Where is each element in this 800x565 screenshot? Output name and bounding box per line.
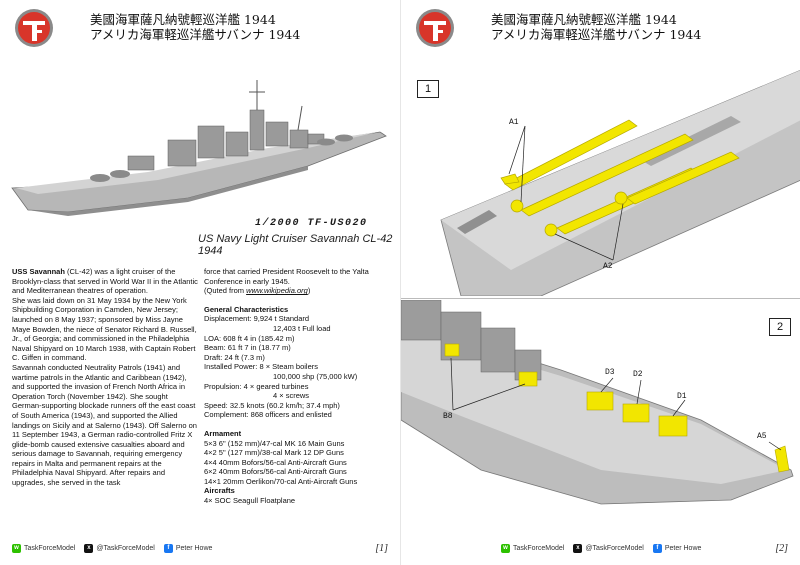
wechat-handle: TaskForceModel (24, 544, 76, 552)
armament-item: 6×2 40mm Bofors/56-cal Anti-Aircraft Gun… (204, 467, 347, 477)
title-japanese: アメリカ海軍軽巡洋艦サバンナ 1944 (491, 27, 702, 42)
armament-item: 4×2 5" (127 mm)/38-cal Mark 12 DP Guns (204, 448, 344, 458)
instruction-page-1: 美國海軍薩凡納號輕巡洋艦 1944 アメリカ海軍軽巡洋艦サバンナ 1944 (11, 9, 394, 555)
x-twitter-icon: x (84, 543, 94, 553)
armament-heading: Armament (204, 428, 242, 438)
spec-displacement: Displacement: 9,924 t Standard (204, 314, 310, 324)
twitter-handle: @TaskForceModel (585, 544, 644, 552)
armament-item: 5×3 6" (152 mm)/47-cal MK 16 Main Guns (204, 438, 345, 448)
spec-speed: Speed: 32.5 knots (60.2 km/h; 37.4 mph) (204, 400, 340, 410)
spec-power-shp: 100,000 shp (75,000 kW) (273, 371, 358, 381)
callout-lines (450, 357, 782, 451)
turret-parts (444, 343, 790, 473)
callout-b8: B8 (443, 412, 453, 421)
spec-complement: Complement: 868 officers and enlisted (204, 410, 332, 420)
callout-d2: D2 (633, 370, 643, 379)
wikipedia-link[interactable]: www.wikipedia.org (246, 286, 308, 296)
facebook-handle: Peter Howe (175, 544, 213, 552)
quote-suffix: ) (307, 286, 311, 296)
step-2-badge: 2 (769, 318, 791, 336)
panel-divider (401, 298, 800, 299)
aircraft-heading: Aircrafts (204, 486, 235, 496)
catapult-parts (500, 119, 740, 237)
callout-a1: A1 (509, 118, 519, 127)
ship-mast (249, 80, 303, 131)
specs-heading: General Characteristics (204, 304, 289, 314)
quote-prefix: (Quted from (204, 286, 247, 296)
armament-item: 4×4 40mm Bofors/56-cal Anti-Aircraft Gun… (204, 457, 347, 467)
title-chinese: 美國海軍薩凡納號輕巡洋艦 1944 (90, 12, 276, 27)
scale-code: 1/2000 TF-US020 (255, 218, 368, 229)
callout-lines (508, 125, 624, 261)
title-chinese: 美國海軍薩凡納號輕巡洋艦 1944 (491, 12, 677, 27)
spec-propulsion-screws: 4 × screws (273, 391, 310, 401)
callout-d1: D1 (677, 392, 687, 401)
history-paragraph-2: Savannah conducted Neutrality Patrols (1… (12, 362, 197, 488)
spec-draft: Draft: 24 ft (7.3 m) (204, 352, 265, 362)
history-quote: (Quted from www.wikipedia.org) (204, 286, 394, 296)
page-number: [2] (775, 542, 788, 554)
facebook-icon: f (652, 543, 662, 553)
step-1-illustration (440, 69, 800, 296)
x-twitter-icon: x (573, 543, 583, 553)
facebook-icon: f (163, 543, 173, 553)
page-title: 美國海軍薩凡納號輕巡洋艦 1944 アメリカ海軍軽巡洋艦サバンナ 1944 (491, 12, 791, 42)
history-intro-text: (CL-42) was a light cruiser of the Brook… (12, 267, 198, 296)
page-number: [1] (375, 542, 388, 554)
spec-loa: LOA: 608 ft 4 in (185.42 m) (204, 333, 295, 343)
spec-power: Installed Power: 8 × Steam boilers (204, 362, 319, 372)
aircraft-item: 4× SOC Seagull Floatplane (204, 496, 296, 506)
ship-full-render (11, 80, 387, 216)
spec-beam: Beam: 61 ft 7 in (18.77 m) (204, 343, 291, 353)
history-paragraph-3: force that carried President Roosevelt t… (204, 267, 369, 286)
spec-propulsion: Propulsion: 4 × geared turbines (204, 381, 309, 391)
page-title: 美國海軍薩凡納號輕巡洋艦 1944 アメリカ海軍軽巡洋艦サバンナ 1944 (90, 12, 390, 42)
specs-column: force that carried President Roosevelt t… (204, 267, 394, 506)
history-intro: USS Savannah (CL-42) was a light cruiser… (12, 267, 198, 296)
twitter-handle: @TaskForceModel (96, 544, 155, 552)
callout-d3: D3 (605, 368, 615, 377)
history-column: USS Savannah (CL-42) was a light cruiser… (12, 267, 198, 488)
instruction-page-2: 美國海軍薩凡納號輕巡洋艦 1944 アメリカ海軍軽巡洋艦サバンナ 1944 1 … (400, 0, 800, 565)
tf-crossed-logo-icon (416, 9, 454, 47)
callout-a5: A5 (757, 432, 767, 441)
wechat-handle: TaskForceModel (513, 544, 565, 552)
callout-a2: A2 (603, 262, 613, 271)
history-paragraph-1: She was laid down on 31 May 1934 by the … (12, 295, 197, 363)
wechat-icon: w (501, 543, 510, 553)
step-1-badge: 1 (417, 80, 439, 98)
ship-turrets (90, 134, 353, 182)
tf-crossed-logo-icon (15, 9, 53, 47)
history-ship-name: USS Savannah (12, 267, 65, 276)
stern-hatch (457, 210, 497, 234)
twitter-contact[interactable]: x@TaskForceModel (84, 543, 155, 553)
facebook-handle: Peter Howe (664, 544, 702, 552)
step-2-illustration (401, 300, 794, 505)
title-japanese: アメリカ海軍軽巡洋艦サバンナ 1944 (90, 27, 301, 42)
spec-displacement-full: 12,403 t Full load (273, 323, 331, 333)
wechat-icon: w (12, 543, 21, 553)
ship-name: US Navy Light Cruiser Savannah CL-42 194… (198, 233, 393, 257)
twitter-contact[interactable]: x@TaskForceModel (573, 543, 644, 553)
ship-superstructure (127, 109, 325, 171)
armament-item: 14×1 20mm Oerlikon/70-cal Anti-Aircraft … (204, 476, 358, 486)
